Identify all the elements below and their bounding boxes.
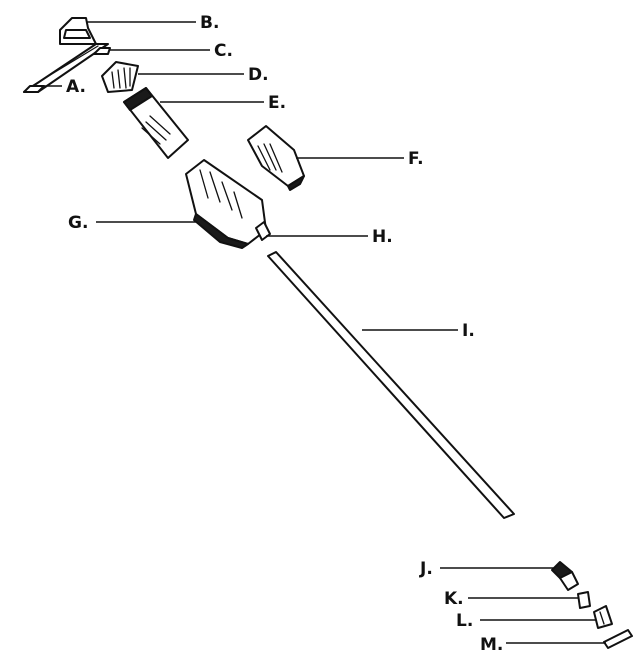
label-h: H. (372, 227, 393, 247)
label-c: C. (214, 41, 233, 61)
part-l-clamp (593, 605, 613, 629)
label-l: L. (456, 611, 473, 631)
part-k-nozzle (577, 591, 591, 609)
label-j: J. (419, 559, 433, 579)
part-c-clip (93, 47, 111, 55)
part-f-cover (247, 125, 305, 191)
part-j-connector (551, 561, 579, 591)
part-m-clip (603, 629, 633, 649)
label-f: F. (408, 149, 424, 169)
label-a: A. (66, 77, 86, 97)
label-d: D. (248, 65, 269, 85)
part-d-ring (101, 61, 139, 93)
label-e: E. (268, 93, 286, 113)
part-a-base (23, 43, 109, 93)
label-b: B. (200, 13, 219, 33)
part-e-cartridge (123, 87, 189, 159)
label-m: M. (480, 635, 503, 655)
part-b-funnel (59, 17, 97, 45)
label-i: I. (462, 321, 475, 341)
label-g: G. (68, 213, 88, 233)
part-i-tube (267, 251, 515, 519)
part-g-housing (185, 159, 267, 249)
label-k: K. (444, 589, 464, 609)
